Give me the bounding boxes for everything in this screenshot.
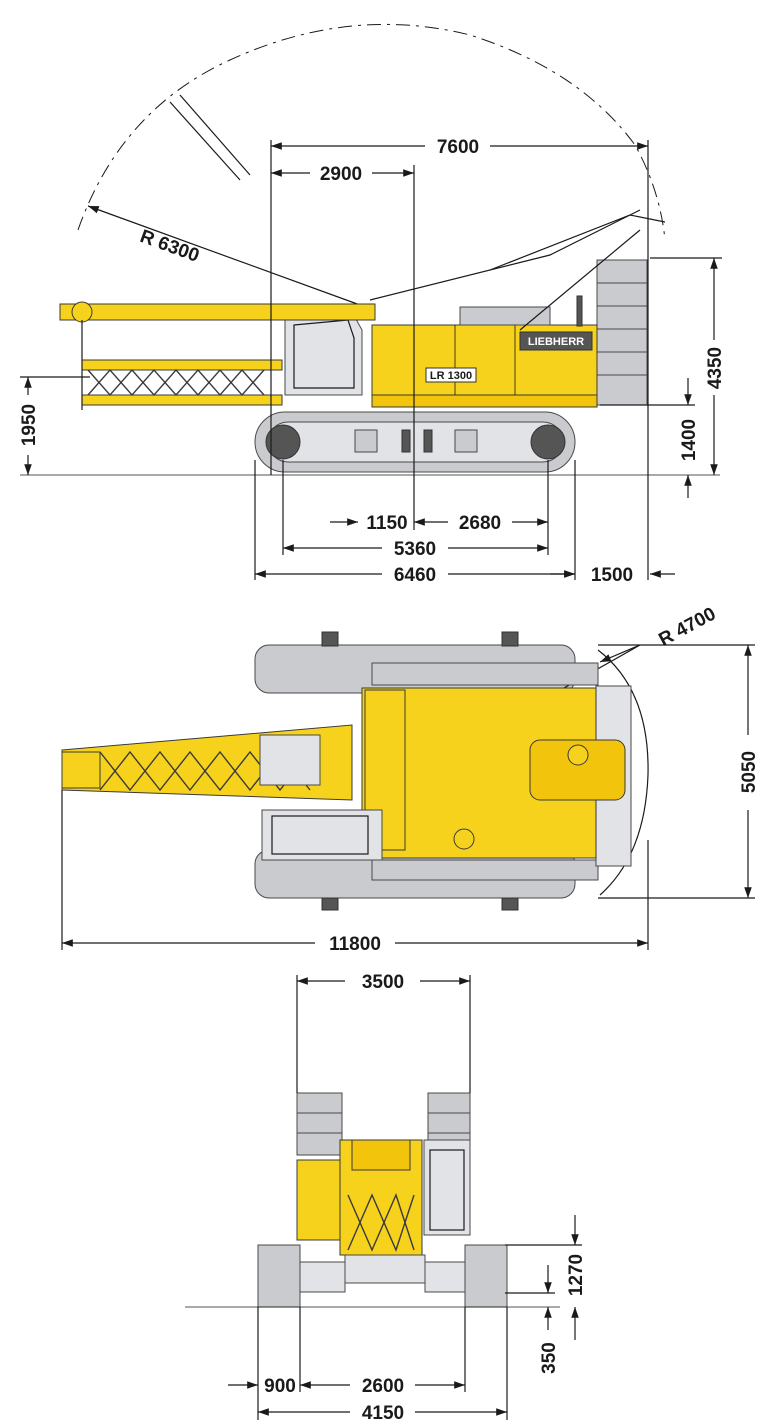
model-label: LR 1300 xyxy=(430,370,472,382)
counterweight-stack xyxy=(596,259,648,406)
dim-track-length: 6460 xyxy=(394,565,436,586)
dim-overall-width-front: 4150 xyxy=(362,1403,404,1424)
operator-cab-front xyxy=(423,1139,471,1236)
center-pin xyxy=(423,429,433,453)
center-pin xyxy=(401,429,411,453)
body-left-front xyxy=(296,1159,346,1241)
swing-radius-arc xyxy=(77,23,666,241)
radius-leader xyxy=(87,205,361,306)
track-roller-box xyxy=(354,429,378,453)
dim-track-gauge-front: 2600 xyxy=(362,1376,404,1397)
pendant-line xyxy=(369,209,641,301)
side-view: LIEBHERR LR 1300 7600 xyxy=(19,23,726,586)
dim-track-front: 1150 xyxy=(366,513,407,534)
winch-top xyxy=(529,739,626,801)
drive-sprocket xyxy=(530,424,566,460)
exhaust-pipe xyxy=(576,295,583,327)
liebherr-logo-plate xyxy=(519,331,593,351)
counterweight-top xyxy=(371,859,599,881)
front-view: 3500 1270 350 900 2600 4150 xyxy=(185,972,587,1424)
dim-tail-overhang: 1500 xyxy=(591,565,633,586)
turntable-base xyxy=(371,394,598,408)
top-view: R 4700 5050 11800 xyxy=(61,603,760,955)
dim-overall-length: 11800 xyxy=(329,934,381,955)
track-roller-box xyxy=(454,429,478,453)
radius-label-side: R 6300 xyxy=(137,226,202,267)
track-left-front xyxy=(257,1244,301,1308)
crawler-frame-side xyxy=(267,421,564,463)
liebherr-logo: LIEBHERR xyxy=(528,336,584,348)
dim-ground-clearance-upper: 1400 xyxy=(679,419,700,461)
carbody-front xyxy=(344,1254,426,1284)
raised-boom-position xyxy=(179,94,251,176)
dim-boom-pivot-height: 1950 xyxy=(19,404,40,446)
dim-track-center: 5360 xyxy=(394,539,436,560)
dim-track-rear: 2680 xyxy=(459,513,501,534)
operator-cab-top xyxy=(261,809,383,861)
dim-counterweight-height: 4350 xyxy=(705,347,726,389)
winch-drum xyxy=(567,744,589,766)
engine-hood xyxy=(459,306,551,326)
boom-head-top xyxy=(61,751,101,789)
boom-head-sheave xyxy=(71,301,93,323)
model-plate xyxy=(425,367,477,383)
idler-wheel xyxy=(265,424,301,460)
dim-overall-upper: 7600 xyxy=(437,137,479,158)
lattice-boom-top xyxy=(61,724,353,801)
dim-upper-width-front: 3500 xyxy=(362,972,404,993)
dim-overall-width-top: 5050 xyxy=(739,751,760,793)
radius-label-top: R 4700 xyxy=(655,603,719,650)
dim-ground-clearance-front: 350 xyxy=(539,1342,560,1374)
slewing-drum xyxy=(453,828,475,850)
dim-boom-pivot-offset: 2900 xyxy=(320,164,362,185)
dim-superstructure-height: 1270 xyxy=(566,1254,587,1296)
lattice-boom-side xyxy=(59,301,376,410)
counterweight-top xyxy=(371,662,599,686)
dim-track-width-front: 900 xyxy=(264,1376,296,1397)
track-right-front xyxy=(464,1244,508,1308)
